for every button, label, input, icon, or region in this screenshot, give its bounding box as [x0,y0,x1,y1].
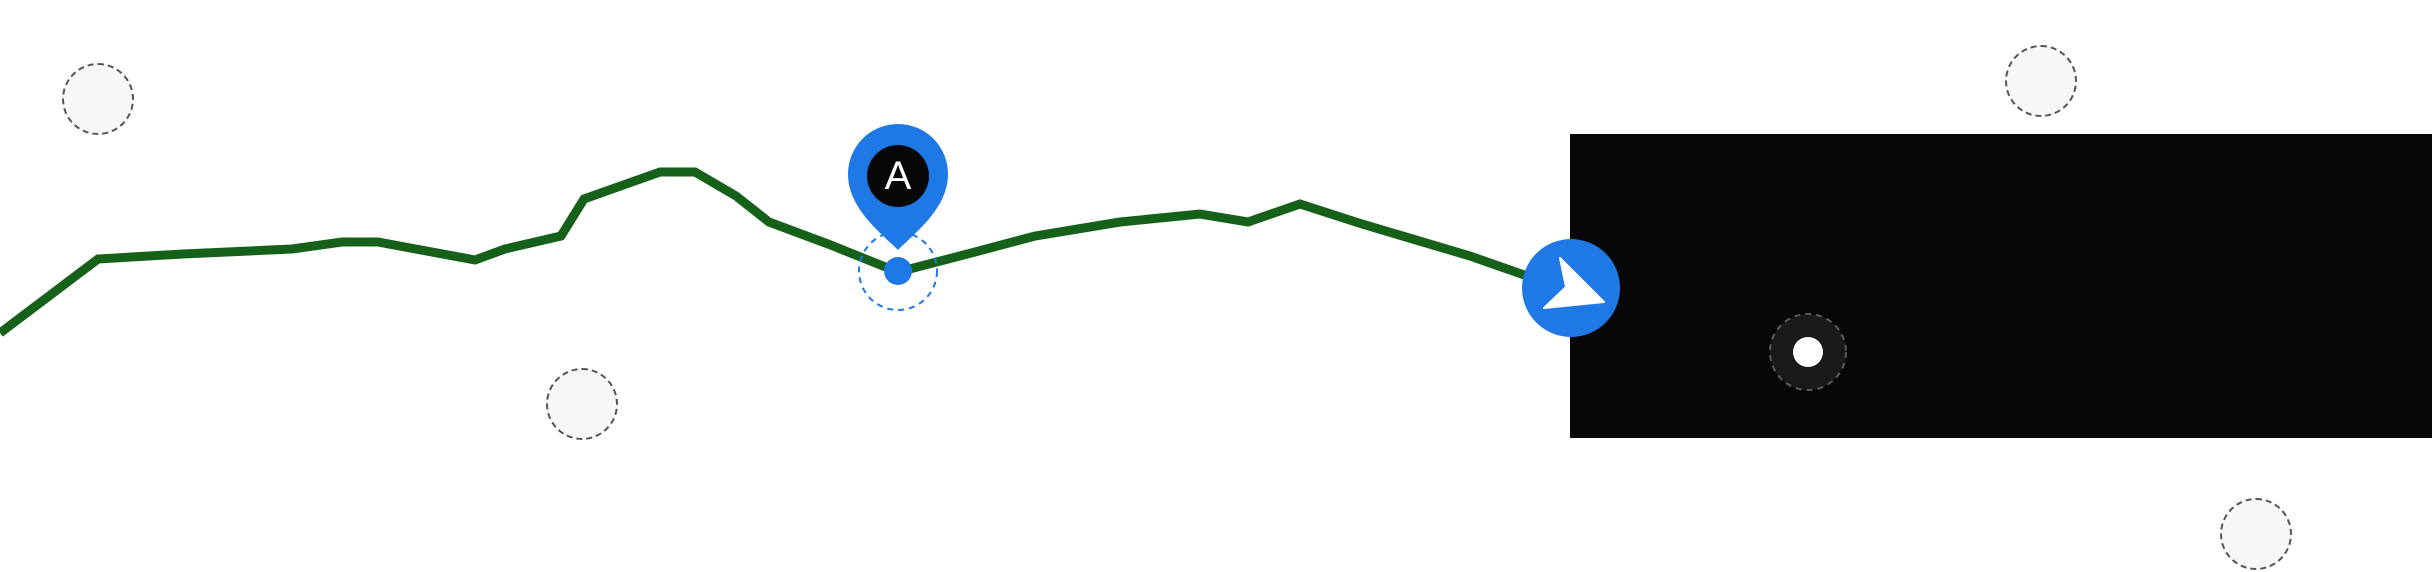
location-dot-icon[interactable] [1769,313,1847,391]
navigation-arrow-icon[interactable] [1522,239,1620,337]
map-pin-icon[interactable]: A [848,124,948,250]
selected-waypoint-dot[interactable] [884,257,912,285]
dashed-circle-target-icon[interactable] [2220,498,2292,570]
pin-label-badge [867,145,929,207]
route-line[interactable] [0,167,1532,337]
dashed-circle-target-icon[interactable] [2005,45,2077,117]
dark-overlay-panel [1570,134,2432,438]
selected-waypoint-ring [858,231,938,311]
dashed-circle-target-icon[interactable] [546,368,618,440]
dashed-circle-target-icon[interactable] [62,63,134,135]
pin-label: A [885,154,912,198]
